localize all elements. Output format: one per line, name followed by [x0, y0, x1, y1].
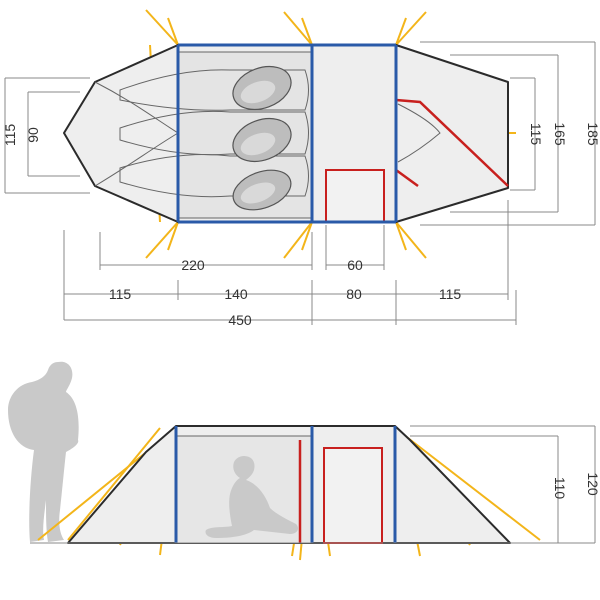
dim-inner-length: 220 — [181, 257, 205, 273]
top-poles — [176, 43, 398, 224]
center-door — [325, 169, 385, 223]
standing-person-silhouette — [8, 361, 79, 542]
dim-right-height-mid: 165 — [552, 122, 568, 146]
dim-total-length: 450 — [228, 312, 252, 328]
side-center-door — [323, 447, 383, 544]
sitting-person-silhouette — [205, 456, 298, 538]
dim-right-height-outer: 185 — [585, 122, 600, 146]
pillows — [232, 65, 292, 211]
dim-segment-3: 80 — [346, 286, 362, 302]
top-dimension-lines — [4, 41, 596, 325]
top-view: 115 90 115 165 185 220 60 115 140 80 115… — [2, 9, 600, 328]
dim-left-height-inner: 90 — [25, 127, 41, 143]
side-poles — [174, 426, 397, 543]
dim-outer-height: 120 — [585, 472, 600, 496]
dim-segment-1: 115 — [109, 286, 132, 302]
dim-segment-4: 115 — [439, 286, 462, 302]
dim-left-height-outer: 115 — [2, 124, 18, 147]
side-dimension-labels: 110 120 — [552, 472, 600, 499]
side-dimension-lines — [410, 425, 596, 544]
dim-door-width: 60 — [347, 257, 363, 273]
dim-inner-height: 110 — [552, 477, 568, 500]
top-dimension-labels: 115 90 115 165 185 220 60 115 140 80 115… — [2, 122, 600, 328]
dim-segment-2: 140 — [224, 286, 248, 302]
side-view: 110 120 — [8, 361, 600, 561]
dim-right-height-inner: 115 — [528, 123, 544, 146]
